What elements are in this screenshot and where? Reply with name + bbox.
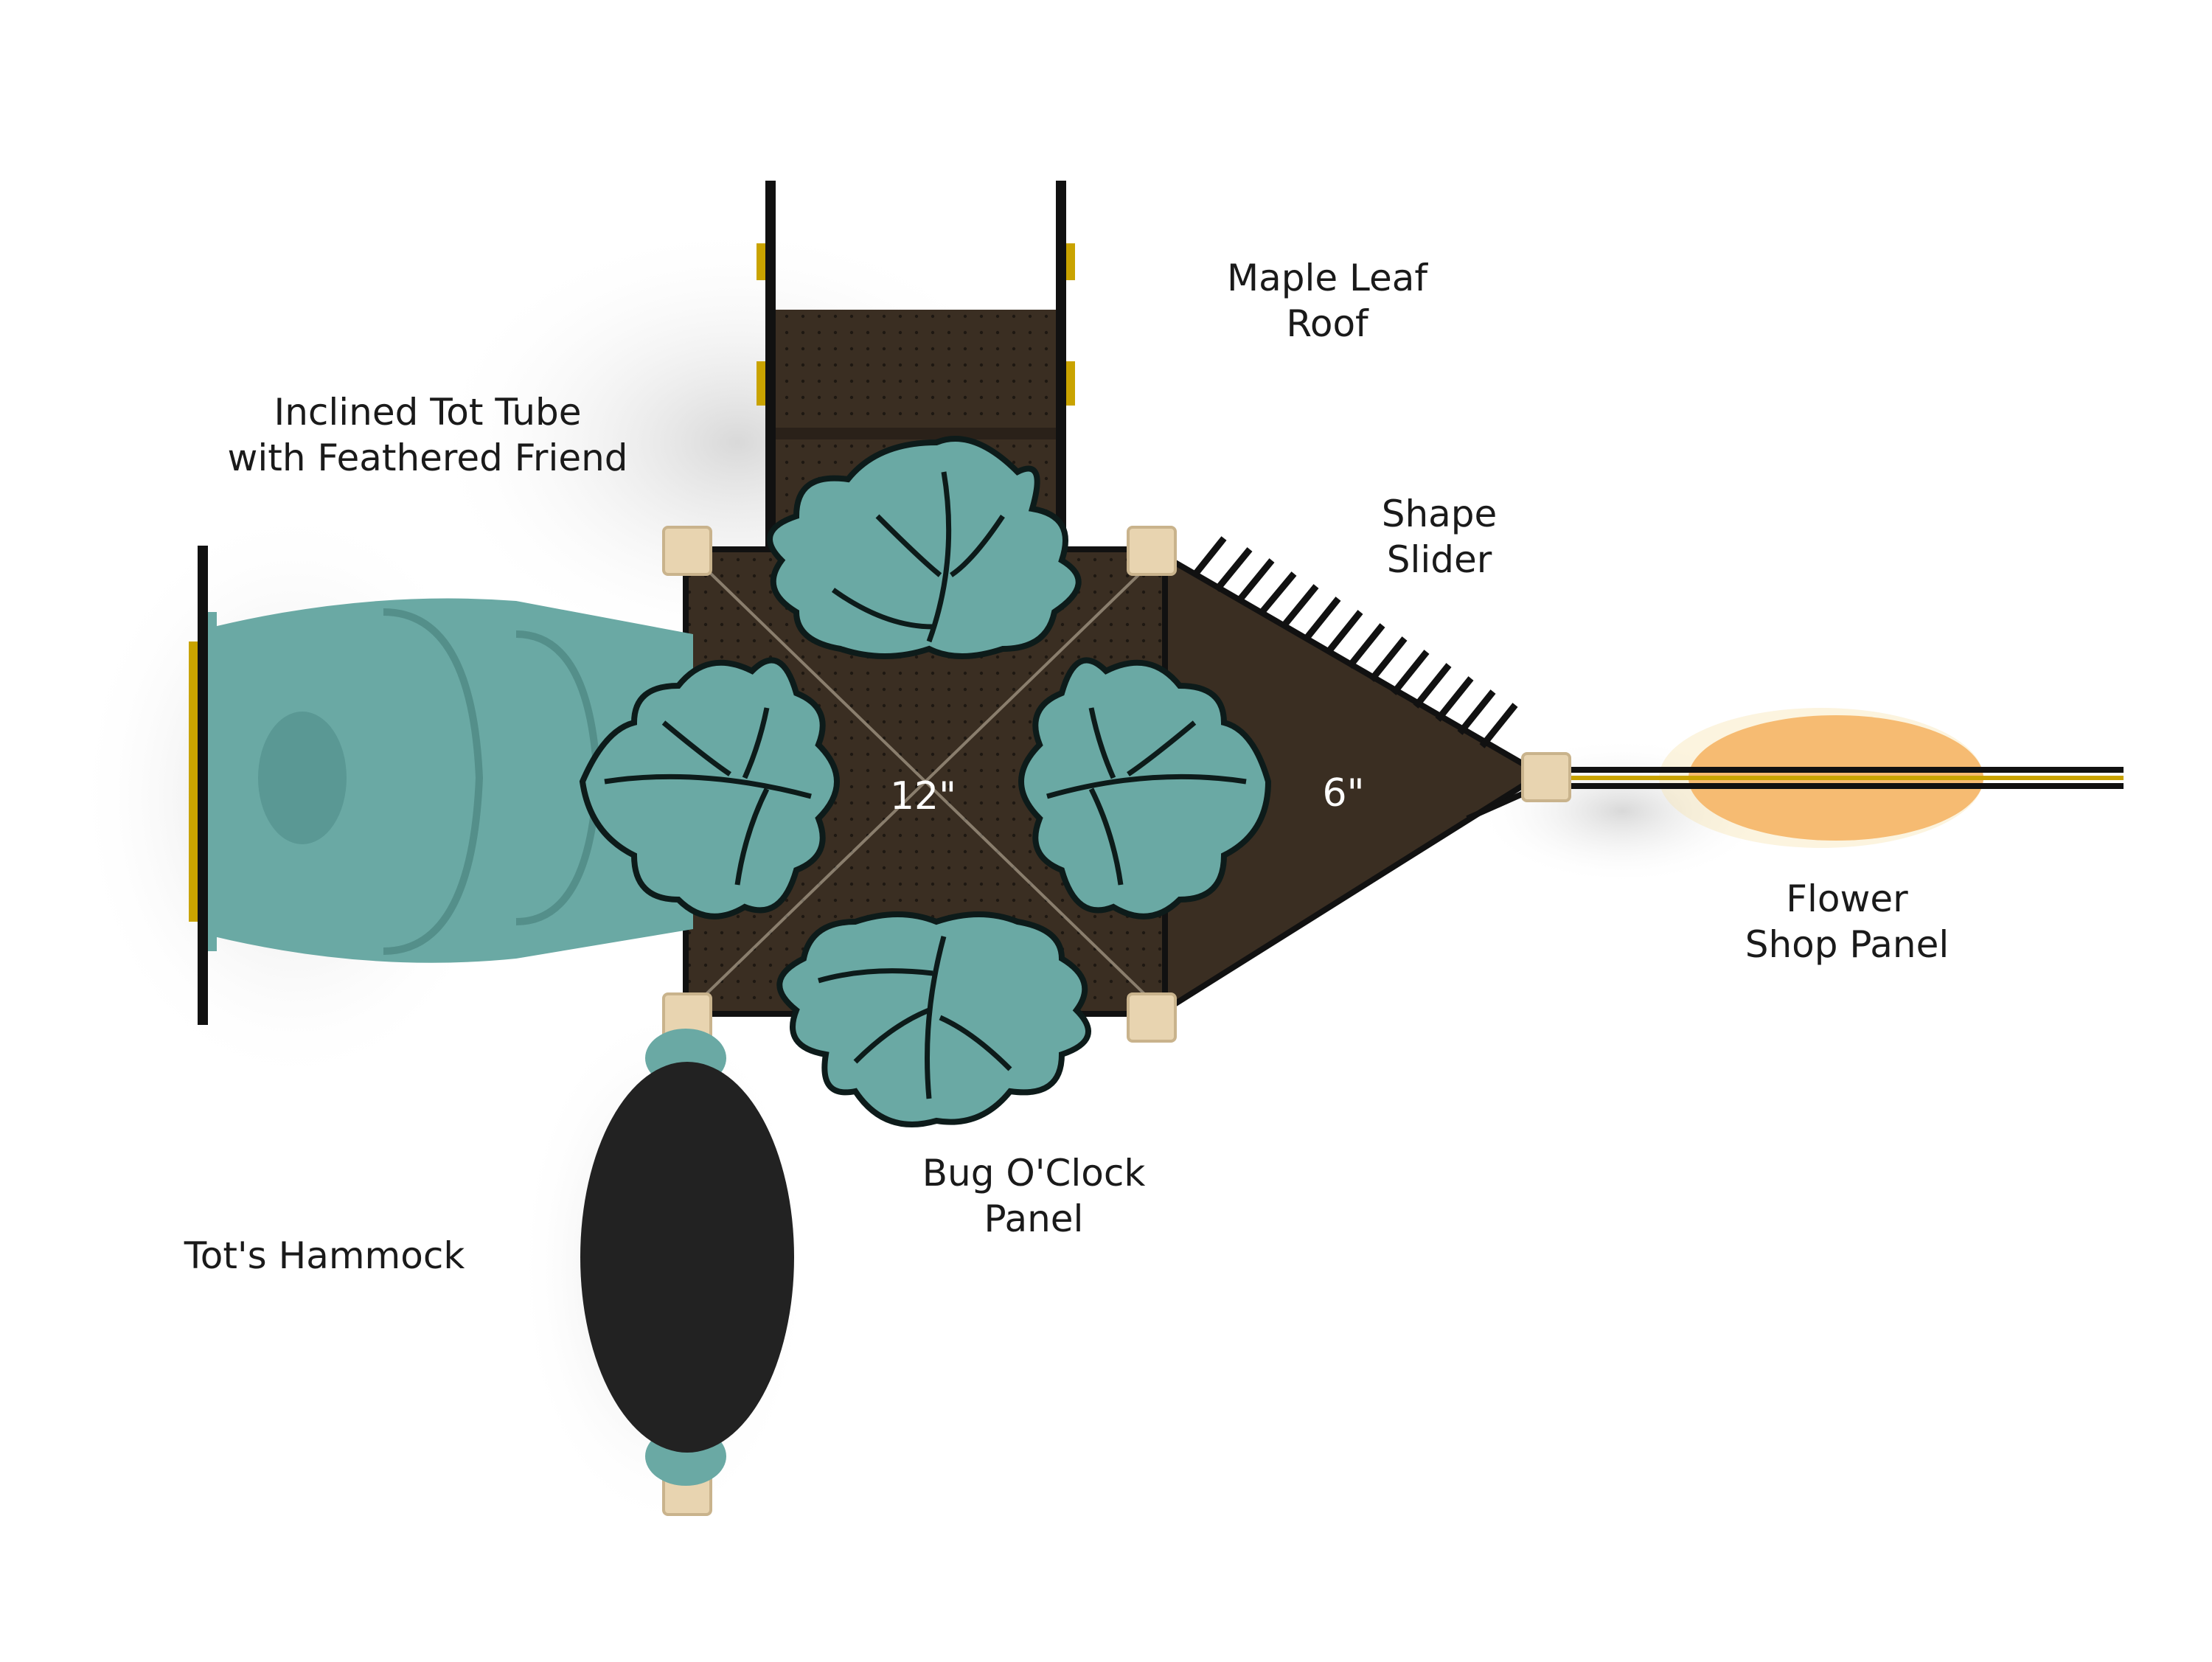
label-maple-leaf-roof: Maple Leaf Roof (1226, 257, 1428, 345)
post-far-right (1521, 752, 1571, 802)
flower-shop-panel (1563, 708, 2124, 848)
leaf-left (579, 657, 840, 919)
label-tots-hammock: Tot's Hammock (184, 1234, 465, 1277)
inclined-tot-tube (189, 546, 693, 1025)
label-flower-shop-panel: Flower Shop Panel (1745, 877, 1950, 966)
post-top-left (662, 526, 712, 576)
label-bug-oclock-panel: Bug O'Clock Panel (922, 1152, 1146, 1240)
shape-slider-panel (1192, 536, 1518, 748)
tots-hammock (580, 1029, 794, 1486)
post-bottom-right (1127, 992, 1177, 1043)
leaf-veins (604, 471, 1247, 1099)
side-deck-height: 6" (1322, 771, 1365, 816)
main-deck-height: 12" (889, 774, 957, 818)
leaf-right (1018, 657, 1272, 919)
label-inclined-tot-tube: Inclined Tot Tube with Feathered Friend (227, 391, 628, 479)
label-shape-slider: Shape Slider (1381, 493, 1498, 581)
post-top-right (1127, 526, 1177, 576)
leaf-bottom (776, 911, 1091, 1127)
